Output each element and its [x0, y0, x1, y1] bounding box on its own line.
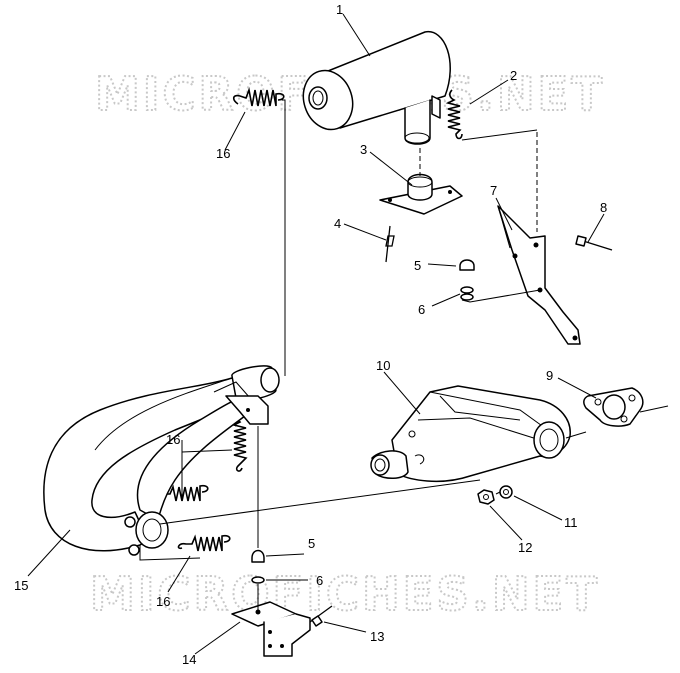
callout-15: 15 [14, 578, 28, 593]
cap-upper [459, 259, 475, 271]
callout-9: 9 [546, 368, 553, 383]
callout-11: 11 [564, 515, 578, 530]
exhaust-manifold [370, 385, 571, 483]
bolt-13 [309, 605, 333, 627]
bolt [575, 235, 613, 251]
watermark-bottom: MICROFICHES.NET [90, 567, 600, 621]
grommet-plate [379, 173, 463, 215]
washers-upper [460, 286, 474, 301]
callout-13: 13 [370, 629, 384, 644]
support-bracket [231, 601, 311, 657]
washer-11 [499, 485, 513, 499]
callout-8: 8 [600, 200, 607, 215]
callout-labels: 1 2 3 4 5 6 7 8 9 10 11 12 13 14 15 16 1… [14, 2, 607, 667]
callout-2: 2 [510, 68, 517, 83]
callout-3: 3 [360, 142, 367, 157]
callout-10: 10 [376, 358, 390, 373]
callout-16-middle: 16 [166, 432, 180, 447]
callout-5-upper: 5 [414, 258, 421, 273]
callout-12: 12 [518, 540, 532, 555]
spring-exhaust-upper [231, 419, 248, 472]
exhaust-pipe [43, 365, 280, 556]
spring-top-left [232, 87, 285, 107]
spring-exhaust-lower [177, 534, 231, 552]
washer-lower [251, 576, 265, 584]
callout-16-top: 16 [216, 146, 230, 161]
cap-lower [251, 549, 265, 563]
muffler-bracket [497, 205, 581, 345]
callout-6-lower: 6 [316, 573, 323, 588]
leader-lines [27, 13, 605, 655]
callout-14: 14 [182, 652, 196, 667]
callout-16-bottom: 16 [156, 594, 170, 609]
muffler [302, 31, 451, 145]
assembly-lines [139, 99, 669, 612]
callout-4: 4 [334, 216, 341, 231]
pin-clip [385, 225, 395, 263]
callout-6-upper: 6 [418, 302, 425, 317]
spring-top-right [445, 89, 463, 140]
callout-7: 7 [490, 183, 497, 198]
callout-5-lower: 5 [308, 536, 315, 551]
nut-12 [477, 489, 495, 505]
flange-gasket [583, 387, 644, 427]
callout-1: 1 [336, 2, 343, 17]
